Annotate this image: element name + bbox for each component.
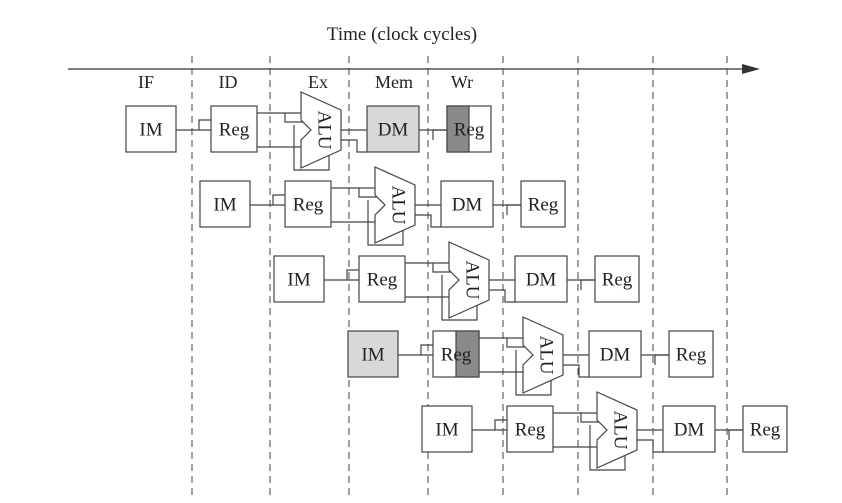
alu-loop-wire (515, 350, 552, 396)
alu-loop-wire (441, 275, 478, 321)
register-file-write-label: Reg (676, 345, 707, 366)
instruction-memory-label: IM (213, 195, 236, 216)
instruction-memory-label: IM (361, 345, 384, 366)
instruction-row: IM Reg ALU DM Reg (199, 166, 566, 246)
register-write-highlight (446, 105, 470, 153)
data-memory-label: DM (600, 345, 631, 366)
instruction-memory-box (421, 405, 473, 453)
register-file-write-label: Reg (528, 195, 559, 216)
register-file-read-label: Reg (219, 120, 250, 141)
register-file-write-box (594, 255, 640, 303)
wire (420, 344, 433, 355)
register-file-write-box (520, 180, 566, 228)
register-file-write-label: Reg (602, 270, 633, 291)
wire (494, 419, 507, 430)
instruction-row: IM Reg ALU DM Reg (273, 241, 640, 321)
data-memory-label: DM (378, 120, 409, 141)
alu-loop-wire (293, 125, 330, 171)
stage-label-mem: Mem (375, 72, 413, 92)
data-memory-label: DM (526, 270, 557, 291)
alu-unit (448, 241, 490, 319)
data-memory-box (588, 330, 642, 378)
register-file-read-box (284, 180, 332, 228)
instruction-memory-label: IM (139, 120, 162, 141)
wire (346, 269, 359, 280)
instruction-memory-box (273, 255, 325, 303)
register-file-read-box (210, 105, 258, 153)
time-axis-arrowhead (742, 64, 760, 74)
stage-label-if: IF (138, 72, 154, 92)
alu-label: ALU (388, 185, 409, 224)
wire (272, 194, 285, 205)
wire (358, 188, 379, 198)
alu-unit (596, 391, 638, 469)
wire (506, 204, 521, 215)
wire (432, 263, 453, 273)
stage-label-wr: Wr (451, 72, 473, 92)
alu-unit (374, 166, 416, 244)
alu-label: ALU (314, 110, 335, 149)
wire (198, 119, 211, 130)
instruction-memory-box (347, 330, 399, 378)
diagram-title: Time (clock cycles) (327, 24, 477, 45)
data-memory-box (366, 105, 420, 153)
data-memory-box (440, 180, 494, 228)
wire (415, 214, 441, 228)
register-file-write-label: Reg (454, 120, 485, 141)
alu-loop-wire (589, 425, 626, 471)
alu-label: ALU (610, 410, 631, 449)
instruction-memory-box (199, 180, 251, 228)
alu-loop-wire (367, 200, 404, 246)
alu-unit (522, 316, 564, 394)
data-memory-label: DM (674, 420, 705, 441)
wire (654, 354, 669, 365)
instruction-row: IM Reg ALU DM Reg (421, 391, 788, 471)
stage-label-ex: Ex (308, 72, 328, 92)
alu-unit (300, 91, 342, 169)
register-file-read-label: Reg (293, 195, 324, 216)
wire (284, 113, 305, 123)
wire (580, 279, 595, 290)
instruction-memory-box (125, 105, 177, 153)
register-file-read-label: Reg (367, 270, 398, 291)
instruction-row: IM Reg ALU DM Reg (125, 91, 492, 171)
wire (506, 338, 527, 348)
register-file-read-label: Reg (441, 345, 472, 366)
data-memory-box (514, 255, 568, 303)
wire (489, 289, 515, 303)
instruction-row: IM Reg ALU DM Reg (347, 316, 714, 396)
time-axis (68, 64, 760, 74)
register-file-read-box (358, 255, 406, 303)
instruction-memory-label: IM (435, 420, 458, 441)
wire (341, 139, 367, 153)
wire (432, 129, 447, 140)
wire (728, 429, 743, 440)
register-file-read-box (506, 405, 554, 453)
alu-label: ALU (536, 335, 557, 374)
alu-label: ALU (462, 260, 483, 299)
wire (563, 364, 589, 378)
register-file-write-label: Reg (750, 420, 781, 441)
register-read-highlight (455, 330, 480, 378)
register-file-write-box (668, 330, 714, 378)
wire (580, 413, 601, 423)
register-file-read-label: Reg (515, 420, 546, 441)
data-memory-box (662, 405, 716, 453)
instruction-memory-label: IM (287, 270, 310, 291)
wire (637, 439, 663, 453)
data-memory-label: DM (452, 195, 483, 216)
register-file-write-box (742, 405, 788, 453)
stage-label-id: ID (219, 72, 238, 92)
